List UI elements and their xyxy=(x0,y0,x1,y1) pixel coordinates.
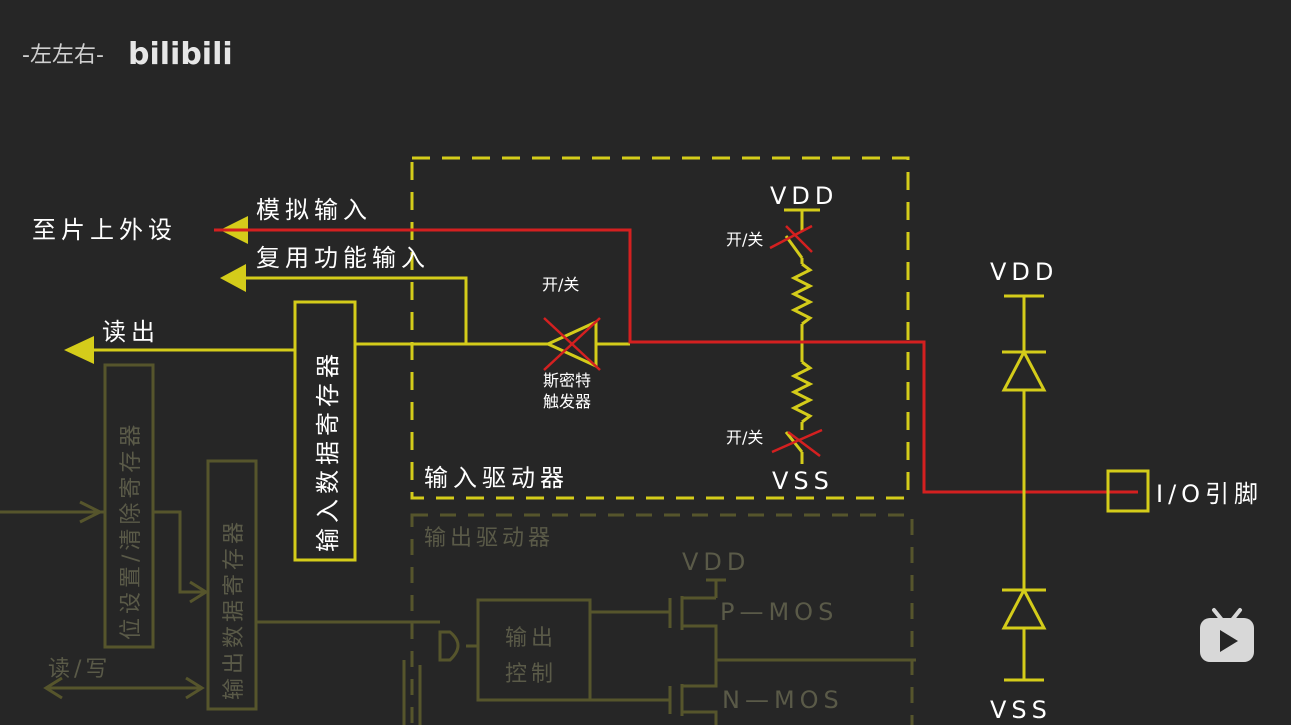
output-control-box xyxy=(476,598,592,702)
alt-func-input-label: 复用功能输入 xyxy=(256,244,430,272)
bilibili-tv-icon xyxy=(1200,608,1254,662)
schmitt-switch-cross-b xyxy=(543,317,601,371)
watermark: -左左右- bilibili xyxy=(22,37,233,72)
upper-diode xyxy=(1001,348,1047,392)
bit-set-reset-register-box xyxy=(103,363,155,649)
pmos-label: P—MOS xyxy=(720,598,838,626)
input-data-register-box xyxy=(293,300,357,562)
output-section-dimmed: 输出驱动器 位设置/清除寄存器 输出数据寄存器 读/写 输出 控制 VDD P—… xyxy=(0,363,916,725)
analog-input-label: 模拟输入 xyxy=(256,196,372,224)
pulldown-switch-label: 开/关 xyxy=(726,428,763,447)
inner-vss-label: VSS xyxy=(772,467,834,495)
read-out-label: 读出 xyxy=(102,318,160,346)
io-pin-box xyxy=(1106,469,1150,513)
input-data-register-label: 输入数据寄存器 xyxy=(314,349,342,552)
output-data-register-box xyxy=(206,459,258,711)
schmitt-switch-label: 开/关 xyxy=(542,275,579,294)
protection-diodes: VDD VSS I/O引脚 xyxy=(990,258,1263,724)
input-driver-label: 输入驱动器 xyxy=(424,464,569,492)
to-peripheral-label: 至片上外设 xyxy=(32,216,177,244)
pulldown-resistor xyxy=(790,360,814,424)
analog-path-highlight xyxy=(214,228,1138,494)
bit-set-reset-register-label: 位设置/清除寄存器 xyxy=(119,421,144,640)
alt-func-arrowhead xyxy=(220,264,246,292)
inner-vdd-label: VDD xyxy=(770,182,838,210)
output-control-label-2: 控制 xyxy=(505,662,557,687)
output-data-register-label: 输出数据寄存器 xyxy=(222,518,247,700)
input-driver-box xyxy=(410,156,910,500)
schmitt-label-2: 触发器 xyxy=(543,392,591,411)
or-gate-shape xyxy=(438,630,460,662)
pullup-switch-label: 开/关 xyxy=(726,230,763,249)
pullup-resistor xyxy=(790,262,814,326)
read-write-label: 读/写 xyxy=(48,657,111,682)
schmitt-label-1: 斯密特 xyxy=(543,371,591,390)
watermark-brand: bilibili xyxy=(128,37,233,72)
outer-vdd-label: VDD xyxy=(990,258,1058,286)
alt-func-wire xyxy=(246,276,468,344)
output-control-label-1: 输出 xyxy=(505,626,557,651)
output-vdd-label: VDD xyxy=(682,548,750,576)
outer-vss-label: VSS xyxy=(990,696,1052,724)
nmos-label: N—MOS xyxy=(722,686,844,714)
lower-diode xyxy=(1001,586,1047,630)
read-arrowhead xyxy=(64,336,94,364)
watermark-author: -左左右- xyxy=(22,43,104,68)
output-driver-box xyxy=(410,513,914,725)
io-pin-label: I/O引脚 xyxy=(1156,480,1263,508)
left-signals: 至片上外设 模拟输入 复用功能输入 读出 输入数据寄存器 xyxy=(32,196,548,562)
output-driver-label: 输出驱动器 xyxy=(424,526,554,551)
pullup-switch xyxy=(784,235,804,259)
schmitt-trigger: 开/关 斯密特 触发器 xyxy=(542,275,630,411)
pull-resistors: VDD 开/关 开/关 VSS xyxy=(726,182,838,495)
